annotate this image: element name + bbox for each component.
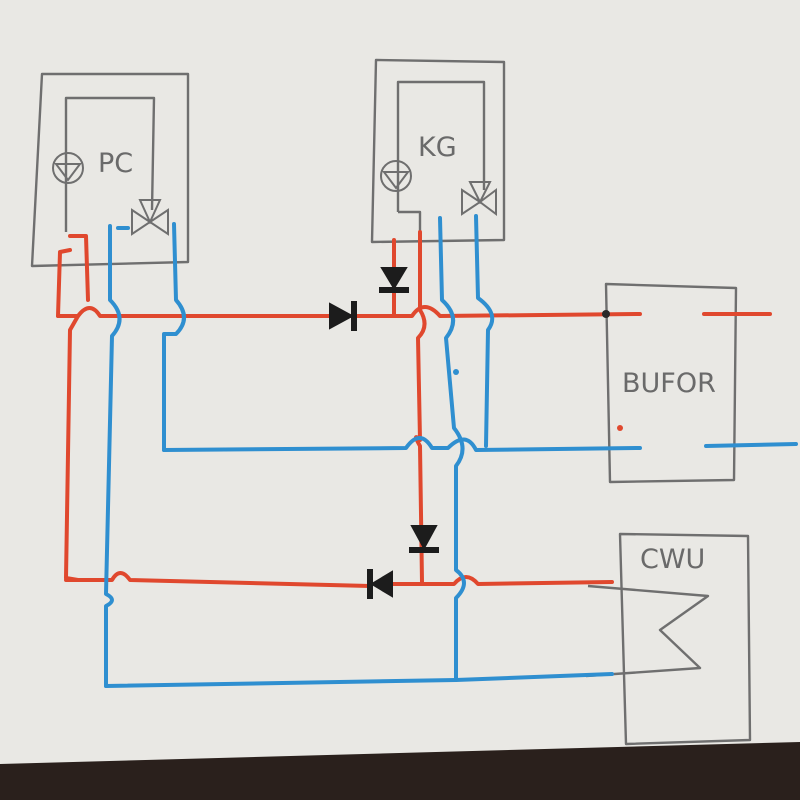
cwu-tank: CWU (585, 532, 752, 746)
check-valve-icon (367, 569, 393, 599)
three-way-valve-icon (131, 199, 169, 236)
check-valve-icon (329, 301, 357, 331)
check-valve-icon (379, 267, 409, 293)
table-edge (0, 742, 800, 800)
cold-return-piping (104, 214, 798, 688)
three-way-valve-icon (461, 181, 497, 216)
pump-icon (380, 160, 412, 192)
kg-unit: KG (370, 58, 506, 244)
hot-supply-piping (56, 230, 772, 588)
tank-ports (453, 310, 623, 431)
cwu-label: CWU (640, 544, 705, 575)
pump-icon (52, 152, 84, 184)
pc-unit: PC (30, 72, 190, 268)
kg-label: KG (418, 132, 457, 163)
check-valve-icon (409, 525, 439, 553)
bufor-tank: BUFOR (604, 282, 738, 484)
pc-label: PC (98, 148, 133, 179)
bufor-label: BUFOR (622, 368, 716, 399)
